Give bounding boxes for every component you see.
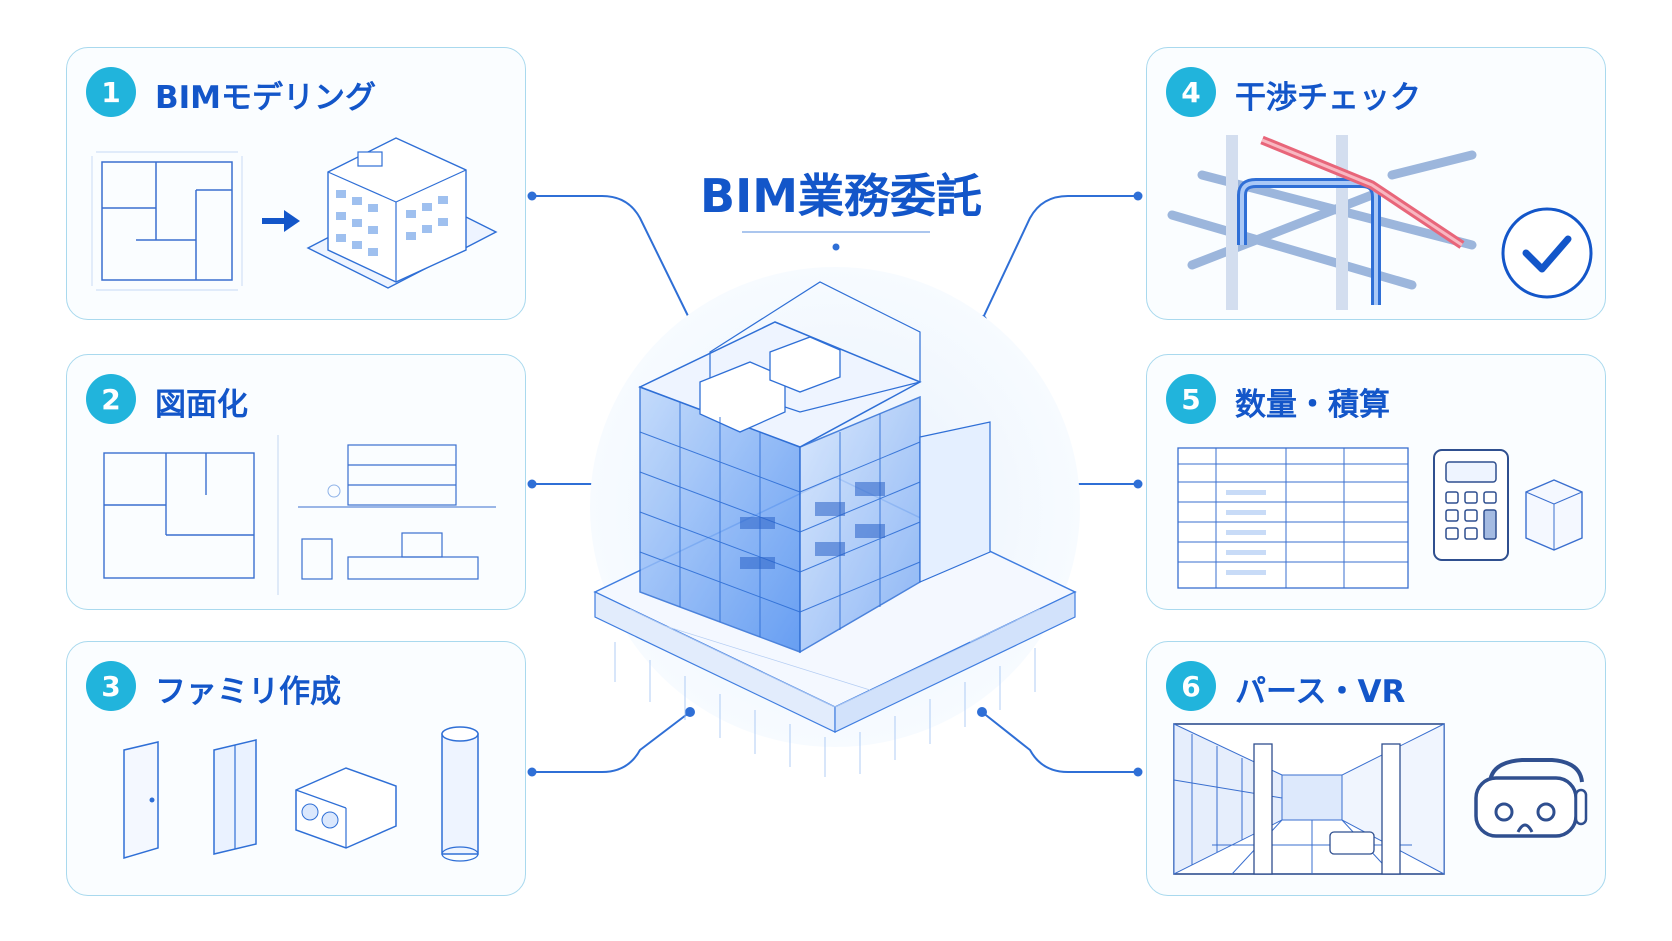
card-number-badge: 1 bbox=[86, 67, 136, 117]
card-number-badge: 4 bbox=[1166, 67, 1216, 117]
card-number-badge: 3 bbox=[86, 661, 136, 711]
clash-check-icon bbox=[1167, 135, 1593, 310]
card-title: 数量・積算 bbox=[1235, 387, 1390, 423]
card-drawings[interactable] bbox=[66, 354, 526, 610]
families-icon bbox=[123, 726, 479, 862]
card-number-badge: 2 bbox=[86, 374, 136, 424]
page-title: BIM業務委託 bbox=[700, 169, 982, 223]
card-title: パース・VR bbox=[1235, 674, 1406, 710]
card-title: 干渉チェック bbox=[1235, 80, 1421, 116]
floorplan-to-building-icon bbox=[91, 137, 498, 291]
central-building-illustration bbox=[590, 267, 1080, 777]
quantity-estimate-icon bbox=[1177, 447, 1583, 589]
card-number-badge: 5 bbox=[1166, 374, 1216, 424]
card-title: ファミリ作成 bbox=[155, 674, 341, 710]
card-number-badge: 6 bbox=[1166, 661, 1216, 711]
drawings-icon bbox=[103, 435, 496, 595]
card-title: BIMモデリング bbox=[155, 80, 377, 116]
card-title: 図面化 bbox=[155, 387, 248, 423]
perspective-vr-icon bbox=[1173, 723, 1588, 875]
